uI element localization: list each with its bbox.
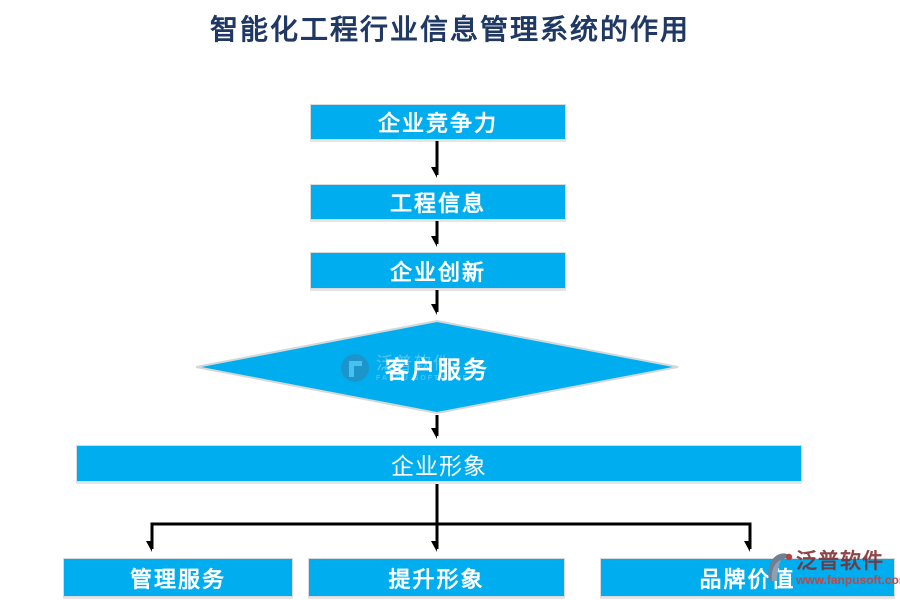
fanpu-logo-name: 泛普软件 — [796, 549, 884, 573]
node-enterprise-competitiveness: 企业竞争力 — [310, 104, 566, 140]
node-improve-image: 提升形象 — [308, 558, 565, 597]
node-customer-service: 客户服务 — [385, 357, 489, 384]
node-brand-value: 品牌价值 — [600, 558, 895, 597]
decision-diamond-shape — [195, 319, 679, 415]
fanpu-logo-url: www.fanpusoft.com — [796, 573, 900, 587]
fanpu-logo-icon — [768, 553, 793, 581]
node-management-service: 管理服务 — [63, 558, 293, 597]
fanpu-logo: 泛普软件 www.fanpusoft.com — [766, 551, 900, 586]
node-enterprise-innovation: 企业创新 — [310, 252, 566, 289]
fanpu-logo-text-block: 泛普软件 www.fanpusoft.com — [796, 549, 900, 587]
diagram-title: 智能化工程行业信息管理系统的作用 — [209, 15, 690, 46]
node-enterprise-image: 企业形象 — [76, 445, 802, 482]
node-engineering-information: 工程信息 — [310, 184, 566, 220]
